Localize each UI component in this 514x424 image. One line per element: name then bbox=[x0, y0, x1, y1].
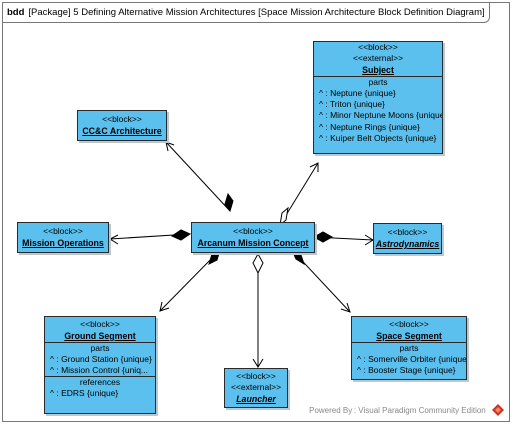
ground-stereotype: <<block>> bbox=[80, 319, 120, 329]
subject-stereotype-external: <<external>> bbox=[352, 53, 404, 63]
diagram-frame-title: bdd[Package] 5 Defining Alternative Miss… bbox=[3, 3, 490, 23]
space-part: ^ : Somerville Orbiter {unique} bbox=[357, 354, 467, 364]
diamond-composite-ccc bbox=[224, 192, 234, 213]
astro-name: Astrodynamics bbox=[375, 239, 440, 249]
block-astrodynamics[interactable]: <<block>> Astrodynamics bbox=[373, 223, 442, 254]
launcher-stereotype-block: <<block>> bbox=[236, 371, 276, 381]
block-subject[interactable]: <<block>> <<external>> Subject parts ^ :… bbox=[313, 41, 443, 154]
ccc-name: CC&C Architecture bbox=[82, 126, 162, 136]
ground-part: ^ : Ground Station {unique} bbox=[50, 354, 152, 364]
ground-references-compartment: references ^ : EDRS {unique} bbox=[45, 376, 155, 399]
arcanum-stereotype: <<block>> bbox=[233, 226, 273, 236]
subject-name: Subject bbox=[362, 65, 394, 75]
arrowhead-mission-ops bbox=[108, 234, 119, 245]
edge-ccc bbox=[165, 141, 231, 212]
arrowhead-launcher bbox=[252, 358, 264, 368]
mission-ops-stereotype: <<block>> bbox=[43, 226, 83, 236]
launcher-name: Launcher bbox=[236, 394, 276, 404]
subject-part: ^ : Kuiper Belt Objects {unique} bbox=[319, 132, 437, 143]
arrowhead-space bbox=[340, 302, 351, 313]
block-launcher[interactable]: <<block>> <<external>> Launcher bbox=[224, 368, 288, 408]
space-parts-compartment: parts ^ : Somerville Orbiter {unique} ^ … bbox=[352, 342, 466, 376]
block-space-segment[interactable]: <<block>> Space Segment parts ^ : Somerv… bbox=[351, 316, 467, 380]
diamond-composite-mission-ops bbox=[170, 229, 192, 241]
ground-reference: ^ : EDRS {unique} bbox=[50, 388, 119, 399]
diagram-kind: bdd bbox=[7, 7, 25, 18]
ground-part: ^ : Mission Control {uniq... bbox=[50, 365, 149, 376]
astro-stereotype: <<block>> bbox=[387, 227, 428, 237]
space-parts-label: parts bbox=[399, 343, 419, 353]
subject-parts-compartment: parts ^ : Neptune {unique} ^ : Triton {u… bbox=[314, 76, 442, 144]
block-ccc-architecture[interactable]: <<block>> CC&C Architecture bbox=[77, 110, 167, 141]
subject-part: ^ : Triton {unique} bbox=[319, 99, 385, 110]
ground-parts-compartment: parts ^ : Ground Station {unique} ^ : Mi… bbox=[45, 342, 155, 376]
diamond-shared-subject bbox=[279, 206, 289, 227]
subject-stereotype-block: <<block>> bbox=[358, 42, 398, 52]
footer-text: Powered By : Visual Paradigm Community E… bbox=[309, 406, 486, 416]
arrowhead-ccc bbox=[165, 141, 175, 152]
arrowhead-ground bbox=[159, 301, 170, 312]
subject-part: ^ : Minor Neptune Moons {unique} bbox=[319, 110, 443, 121]
arcanum-name: Arcanum Mission Concept bbox=[197, 238, 309, 248]
diamond-composite-space bbox=[290, 248, 305, 266]
diagram-title: [Package] 5 Defining Alternative Mission… bbox=[28, 7, 485, 18]
diagram-frame: bdd[Package] 5 Defining Alternative Miss… bbox=[2, 2, 510, 422]
ground-references-label: references bbox=[79, 377, 121, 388]
space-stereotype: <<block>> bbox=[389, 319, 429, 329]
powered-by-footer: Powered By : Visual Paradigm Community E… bbox=[309, 404, 504, 418]
visual-paradigm-logo-icon bbox=[492, 404, 504, 418]
ground-name: Ground Segment bbox=[64, 331, 136, 341]
ccc-stereotype: <<block>> bbox=[102, 114, 142, 124]
ground-parts-label: parts bbox=[90, 343, 110, 353]
block-mission-operations[interactable]: <<block>> Mission Operations bbox=[17, 222, 109, 253]
block-ground-segment[interactable]: <<block>> Ground Segment parts ^ : Groun… bbox=[44, 316, 156, 414]
mission-ops-name: Mission Operations bbox=[22, 238, 104, 248]
space-name: Space Segment bbox=[376, 331, 442, 341]
diamond-composite-astro bbox=[312, 231, 334, 243]
subject-part: ^ : Neptune {unique} bbox=[319, 88, 396, 98]
launcher-stereotype-external: <<external>> bbox=[230, 382, 282, 392]
arrowhead-subject bbox=[309, 162, 319, 172]
block-arcanum-mission-concept[interactable]: <<block>> Arcanum Mission Concept bbox=[191, 222, 315, 253]
subject-parts-label: parts bbox=[368, 77, 388, 87]
diamond-shared-launcher bbox=[252, 252, 264, 275]
space-part: ^ : Booster Stage {unique} bbox=[357, 365, 456, 376]
subject-part: ^ : Neptune Rings {unique} bbox=[319, 121, 420, 132]
